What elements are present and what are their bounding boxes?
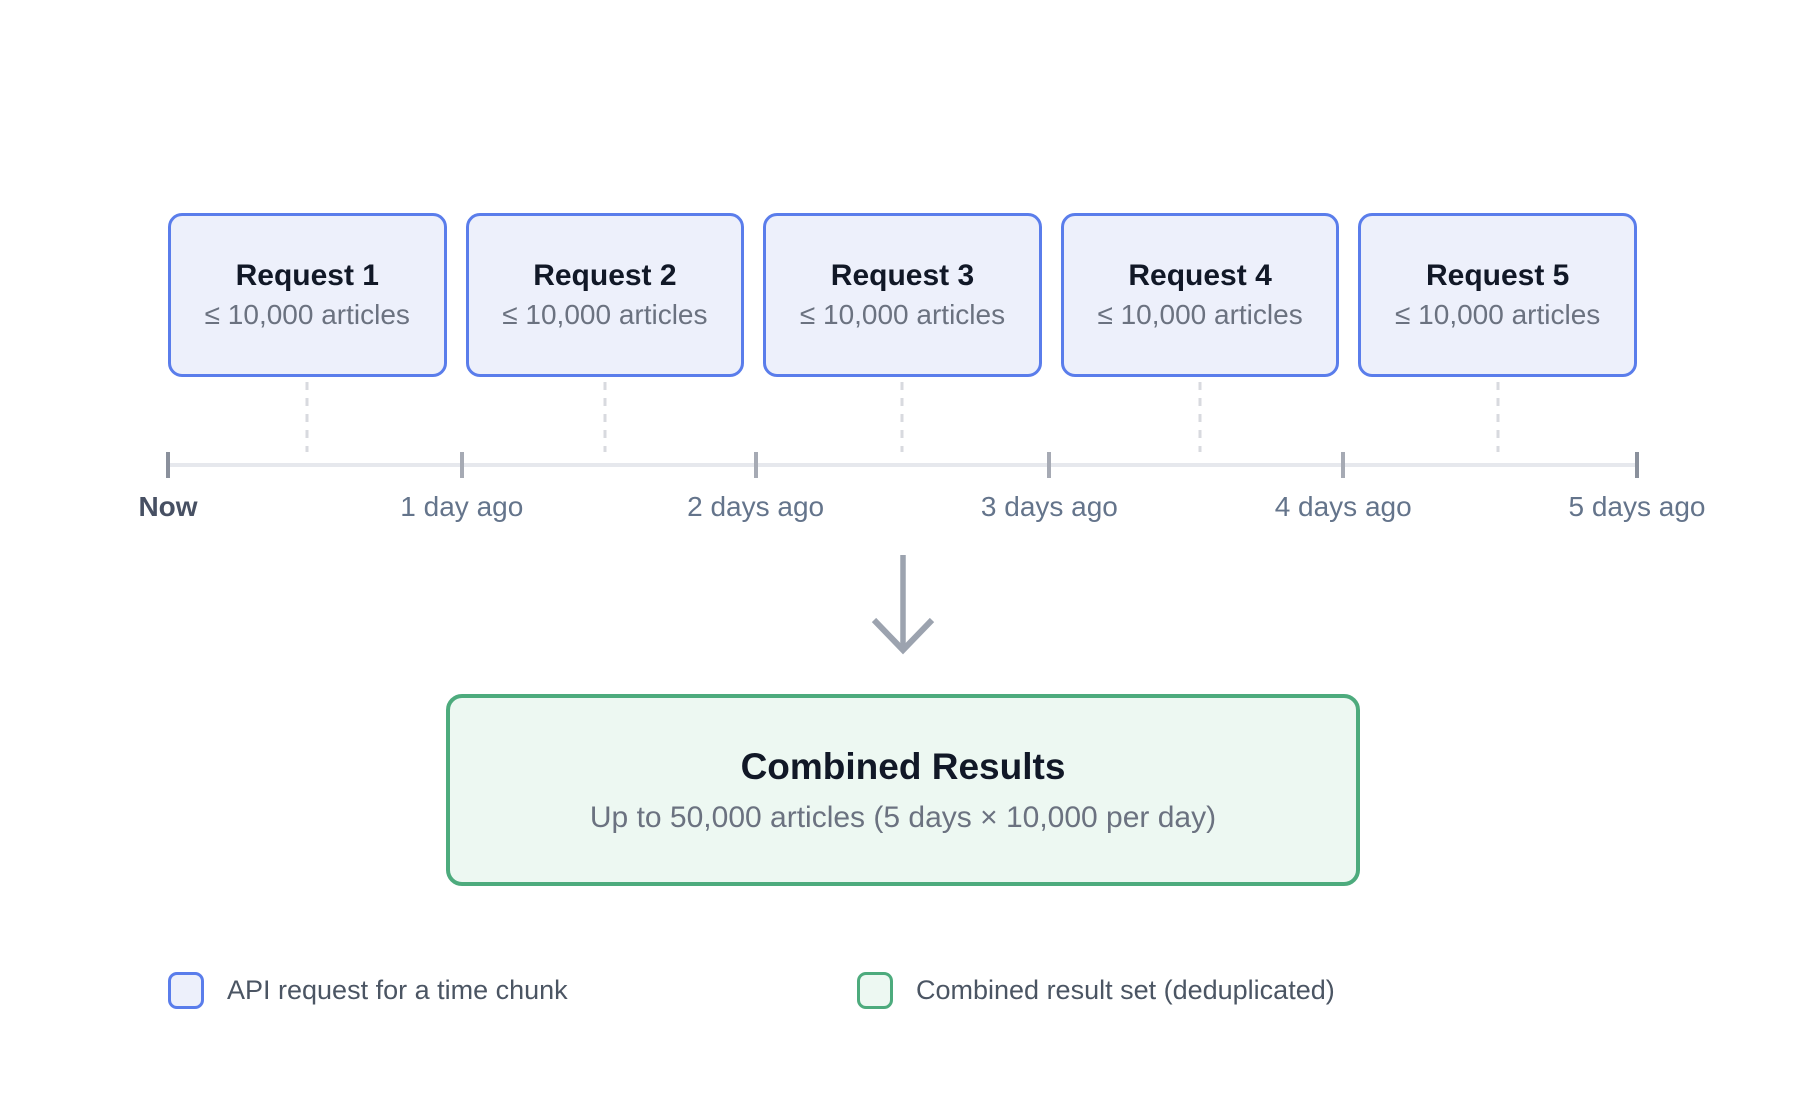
timeline-label-4days: 4 days ago xyxy=(1274,491,1412,522)
timeline-label-1day: 1 day ago xyxy=(400,491,524,522)
timeline-tick-5days xyxy=(1635,452,1639,478)
request-4-box: Request 4 ≤ 10,000 articles xyxy=(1060,213,1340,377)
legend-request-label: API request for a time chunk xyxy=(227,974,568,1005)
request-5-limit: ≤ 10,000 articles xyxy=(1395,299,1601,330)
legend-combined-swatch-icon xyxy=(857,971,893,1009)
legend-request-swatch-icon xyxy=(168,971,204,1009)
timeline-tick-now xyxy=(166,452,170,478)
request-2-limit: ≤ 10,000 articles xyxy=(502,299,708,330)
request-5-wrap: Request 5 ≤ 10,000 articles xyxy=(1358,213,1637,452)
request-2-wrap: Request 2 ≤ 10,000 articles xyxy=(465,213,745,452)
request-2-title: Request 2 xyxy=(533,259,677,292)
timeline-label-5days: 5 days ago xyxy=(1568,491,1706,522)
combined-results-subtitle: Up to 50,000 articles (5 days × 10,000 p… xyxy=(589,800,1217,834)
request-1-title: Request 1 xyxy=(235,259,379,292)
request-4-title: Request 4 xyxy=(1128,259,1272,292)
timeline-label-now: Now xyxy=(138,491,198,522)
timeline-tick-1day xyxy=(459,452,464,478)
request-1-wrap: Request 1 ≤ 10,000 articles xyxy=(168,213,447,452)
down-arrow-icon xyxy=(871,555,935,655)
legend-item-combined-set: Combined result set (deduplicated) xyxy=(857,971,1335,1009)
timeline-axis-line xyxy=(168,463,1637,467)
request-2-connector-line xyxy=(603,382,607,452)
request-boxes-row: Request 1 ≤ 10,000 articles Request 2 ≤ … xyxy=(168,213,1637,452)
timeline-tick-3days xyxy=(1047,452,1052,478)
timeline-tick-2days xyxy=(753,452,758,478)
request-5-connector-line xyxy=(1496,382,1500,452)
request-2-box: Request 2 ≤ 10,000 articles xyxy=(465,213,745,377)
combined-results-box: Combined Results Up to 50,000 articles (… xyxy=(446,694,1360,886)
timeline: Now 1 day ago 2 days ago 3 days ago 4 da… xyxy=(138,441,1706,531)
request-4-connector-line xyxy=(1198,382,1202,452)
request-4-wrap: Request 4 ≤ 10,000 articles xyxy=(1060,213,1340,452)
request-3-title: Request 3 xyxy=(830,259,975,292)
request-3-limit: ≤ 10,000 articles xyxy=(799,299,1006,330)
legend-combined-label: Combined result set (deduplicated) xyxy=(916,974,1335,1005)
request-3-box: Request 3 ≤ 10,000 articles xyxy=(763,213,1042,377)
request-3-wrap: Request 3 ≤ 10,000 articles xyxy=(763,213,1042,452)
timeline-tick-4days xyxy=(1341,452,1346,478)
timeline-label-2days: 2 days ago xyxy=(687,491,825,522)
timeline-label-3days: 3 days ago xyxy=(980,491,1118,522)
combined-results-title: Combined Results xyxy=(740,745,1066,787)
request-5-title: Request 5 xyxy=(1425,259,1570,292)
request-5-box: Request 5 ≤ 10,000 articles xyxy=(1358,213,1637,377)
request-4-limit: ≤ 10,000 articles xyxy=(1097,299,1303,330)
request-1-box: Request 1 ≤ 10,000 articles xyxy=(168,213,447,377)
request-3-connector-line xyxy=(900,382,904,452)
request-1-limit: ≤ 10,000 articles xyxy=(204,299,410,330)
legend-item-api-request: API request for a time chunk xyxy=(168,971,568,1009)
request-1-connector-line xyxy=(305,382,309,452)
